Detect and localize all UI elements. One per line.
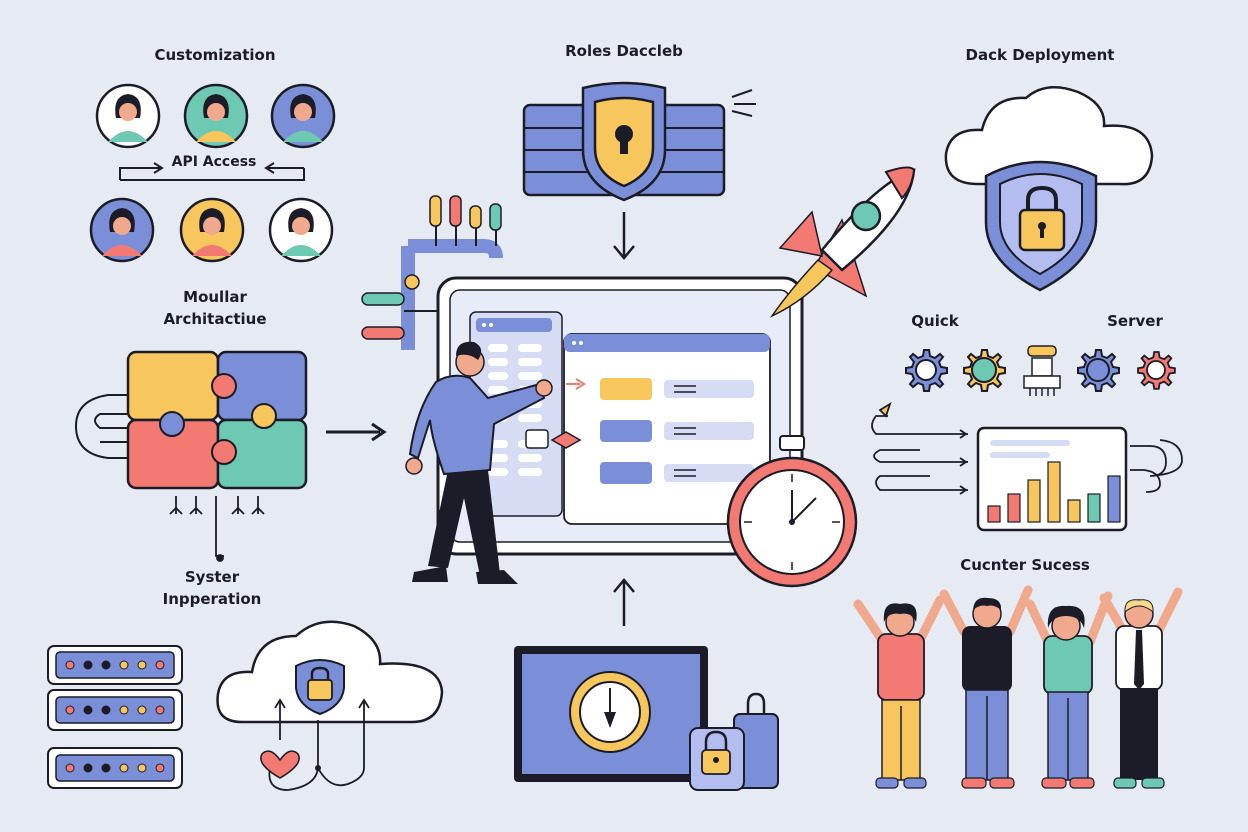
team-member [1025, 591, 1113, 789]
quick-server-gears [905, 345, 1176, 396]
quick-label: Quick [911, 312, 959, 330]
monitor-clock [514, 578, 779, 791]
roles-shield-server [522, 81, 756, 260]
system-integration-label: Syster Inpperation [152, 566, 272, 610]
roles-label: Roles Daccleb [565, 42, 683, 60]
customization-avatars [89, 83, 336, 263]
server-tower-icon [1023, 345, 1061, 396]
deployment-cloud-shield [944, 85, 1154, 292]
padlock-icon [689, 692, 779, 791]
deployment-label: Dack Deployment [965, 46, 1115, 64]
customization-label: Customization [154, 46, 276, 64]
bar-chart-icon [871, 401, 1183, 532]
modular-line-1: Moullar [183, 288, 247, 306]
user-avatar-icon [89, 197, 155, 263]
user-avatar-icon [270, 83, 336, 149]
stopwatch-icon [726, 435, 858, 588]
team-member [853, 595, 945, 789]
heart-icon [260, 750, 300, 779]
modular-line-2: Architactiue [163, 310, 267, 328]
user-avatar-icon [95, 83, 161, 149]
presenter-person [405, 341, 553, 584]
user-avatar-icon [183, 83, 249, 149]
cloud-icon [944, 85, 1154, 186]
user-avatar-icon [179, 197, 245, 263]
gear-icon [905, 349, 948, 392]
rocket-icon [769, 166, 916, 318]
gear-icon [963, 349, 1006, 392]
gear-icon [1137, 351, 1176, 390]
shield-lock-icon [581, 81, 667, 202]
modular-architecture-label: Moullar Architactiue [150, 286, 280, 330]
system-line-1: Syster [184, 568, 240, 586]
system-line-2: Inpperation [162, 590, 262, 608]
puzzle-icon [74, 350, 387, 562]
team-member [1099, 587, 1183, 789]
connector-pipe [361, 195, 503, 350]
api-access-label: API Access [171, 154, 257, 170]
server-rack-icon [47, 645, 183, 789]
team-member [939, 585, 1033, 789]
gear-icon [1077, 349, 1120, 392]
customer-success-label: Cucnter Sucess [960, 556, 1090, 574]
cloud-icon [216, 620, 444, 791]
user-avatar-icon [268, 197, 334, 263]
server-label: Server [1107, 312, 1163, 330]
padlock-icon [1018, 185, 1066, 252]
customer-success-team [853, 585, 1183, 789]
api-access-arrows [119, 162, 305, 181]
central-dashboard [361, 195, 804, 584]
